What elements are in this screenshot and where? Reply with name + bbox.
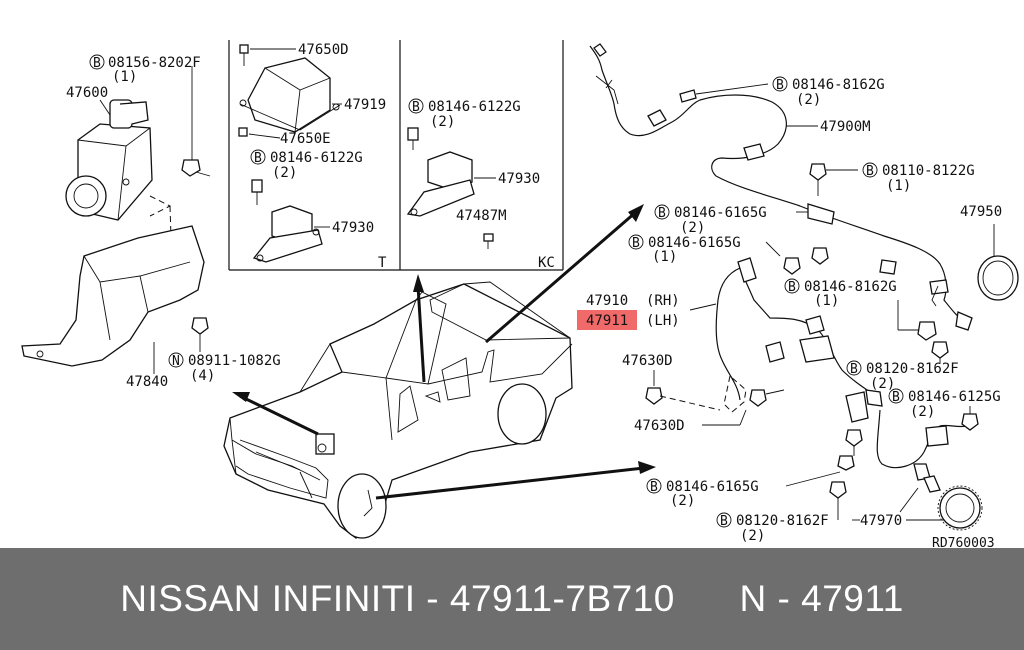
callout-c8: B 08146-8162G (1): [784, 278, 897, 309]
label-47950: 47950: [960, 204, 1002, 220]
inset-box: T KC: [228, 40, 564, 271]
label-47487m: 47487M: [456, 208, 507, 224]
callout-c13-qty: (4): [190, 368, 215, 384]
callout-c12-qty: (2): [740, 528, 765, 544]
callout-c4-qty: (2): [796, 92, 821, 108]
pickup-truck-drawing: [223, 281, 573, 539]
callout-c4-code: 08146-8162G: [792, 77, 885, 93]
callout-c1-qty: (1): [112, 69, 137, 85]
callout-c7-qty: (1): [652, 249, 677, 265]
callout-c6-qty: (2): [680, 220, 705, 236]
label-47650d: 47650D: [298, 42, 349, 58]
callout-c11: B 08146-6165G (2): [646, 478, 759, 509]
callout-c9-code: 08120-8162F: [866, 361, 959, 377]
sensor-47919-drawing: [238, 44, 341, 137]
callout-c7-code: 08146-6165G: [648, 235, 741, 251]
label-47910-rh: (RH): [646, 293, 680, 309]
callout-c4: B 08146-8162G (2): [772, 76, 885, 108]
label-47650e: 47650E: [280, 131, 331, 147]
parts-diagram: T KC 47650D 47919 47650E B 08146-6122G (…: [21, 40, 1019, 548]
callout-c6-code: 08146-6165G: [674, 205, 767, 221]
tone-ring-47970-drawing: [937, 485, 983, 531]
callout-c5-symbol: B: [866, 164, 874, 179]
callout-c5-code: 08110-8122G: [882, 163, 975, 179]
callout-c8-code: 08146-8162G: [804, 279, 897, 295]
callout-c11-qty: (2): [670, 493, 695, 509]
inset-tag-kc: KC: [538, 255, 555, 271]
callout-c2-qty: (2): [272, 165, 297, 181]
callout-c3-code: 08146-6122G: [428, 99, 521, 115]
callout-c9-qty: (2): [870, 376, 895, 392]
highlight-47911: [577, 310, 637, 330]
label-47919: 47919: [344, 97, 386, 113]
callout-c13-symbol: N: [172, 354, 180, 369]
callout-c7: B 08146-6165G (1): [628, 234, 741, 265]
diagram-code: RD760003: [932, 536, 995, 548]
callout-c5-qty: (1): [886, 178, 911, 194]
label-47900m: 47900M: [820, 119, 871, 135]
label-47630d-bottom: 47630D: [634, 418, 685, 434]
label-47910: 47910: [586, 293, 628, 309]
callout-c2-symbol: B: [254, 151, 262, 166]
inset-tag-t: T: [378, 255, 387, 271]
label-47930-t: 47930: [332, 220, 374, 236]
callout-c12-symbol: B: [720, 514, 728, 529]
callout-c1-code: 08156-8202F: [108, 55, 201, 71]
callout-c2-code: 08146-6122G: [270, 150, 363, 166]
label-47630d-top: 47630D: [622, 353, 673, 369]
callout-c1: B 08156-8202F (1): [89, 54, 201, 85]
callout-c3: B 08146-6122G (2): [408, 98, 521, 130]
callout-c6: B 08146-6165G (2): [654, 204, 767, 236]
label-47970: 47970: [860, 513, 902, 529]
sensor-47910-harness-drawing: [715, 257, 967, 493]
callout-c13: N 08911-1082G (4): [168, 352, 281, 384]
label-47840: 47840: [126, 374, 168, 390]
callout-c11-symbol: B: [650, 480, 658, 495]
callout-c10-code: 08146-6125G: [908, 389, 1001, 405]
callout-c8-qty: (1): [814, 293, 839, 309]
footer-text: NISSAN INFINITI - 47911-7B710 N - 47911: [120, 578, 904, 619]
label-47600: 47600: [66, 85, 108, 101]
callout-c10: B 08146-6125G (2): [888, 388, 1001, 420]
abs-actuator-drawing: [65, 99, 153, 221]
callout-c3-qty: (2): [430, 114, 455, 130]
callout-c9-symbol: B: [850, 362, 858, 377]
label-47911-lh: (LH): [646, 313, 680, 329]
callout-c8-symbol: B: [788, 280, 796, 295]
sensor-47930-t-drawing: [252, 205, 323, 263]
callout-c11-code: 08146-6165G: [666, 479, 759, 495]
callout-c5: B 08110-8122G (1): [862, 162, 975, 194]
part-number-footer: NISSAN INFINITI - 47911-7B710 N - 47911: [0, 548, 1024, 650]
pointer-arrows: [232, 204, 656, 500]
label-47911: 47911: [586, 313, 628, 329]
callout-c12-code: 08120-8162F: [736, 513, 829, 529]
callout-c4-symbol: B: [776, 78, 784, 93]
callout-c6-symbol: B: [658, 206, 666, 221]
sensor-47930-kc-drawing: [406, 151, 475, 217]
callout-c1-symbol: B: [93, 56, 101, 71]
tone-ring-47950-drawing: [977, 255, 1019, 301]
callout-c9: B 08120-8162F (2): [846, 360, 959, 392]
label-47930-kc: 47930: [498, 171, 540, 187]
callout-c10-symbol: B: [892, 390, 900, 405]
callout-c10-qty: (2): [910, 404, 935, 420]
callout-c12: B 08120-8162F (2): [716, 512, 829, 544]
callout-c7-symbol: B: [632, 236, 640, 251]
abs-bracket-47840-drawing: [21, 225, 205, 367]
callout-c2: B 08146-6122G (2): [250, 149, 363, 181]
callout-c3-symbol: B: [412, 100, 420, 115]
harness-47900m-drawing: [589, 43, 973, 331]
callout-c13-code: 08911-1082G: [188, 353, 281, 369]
